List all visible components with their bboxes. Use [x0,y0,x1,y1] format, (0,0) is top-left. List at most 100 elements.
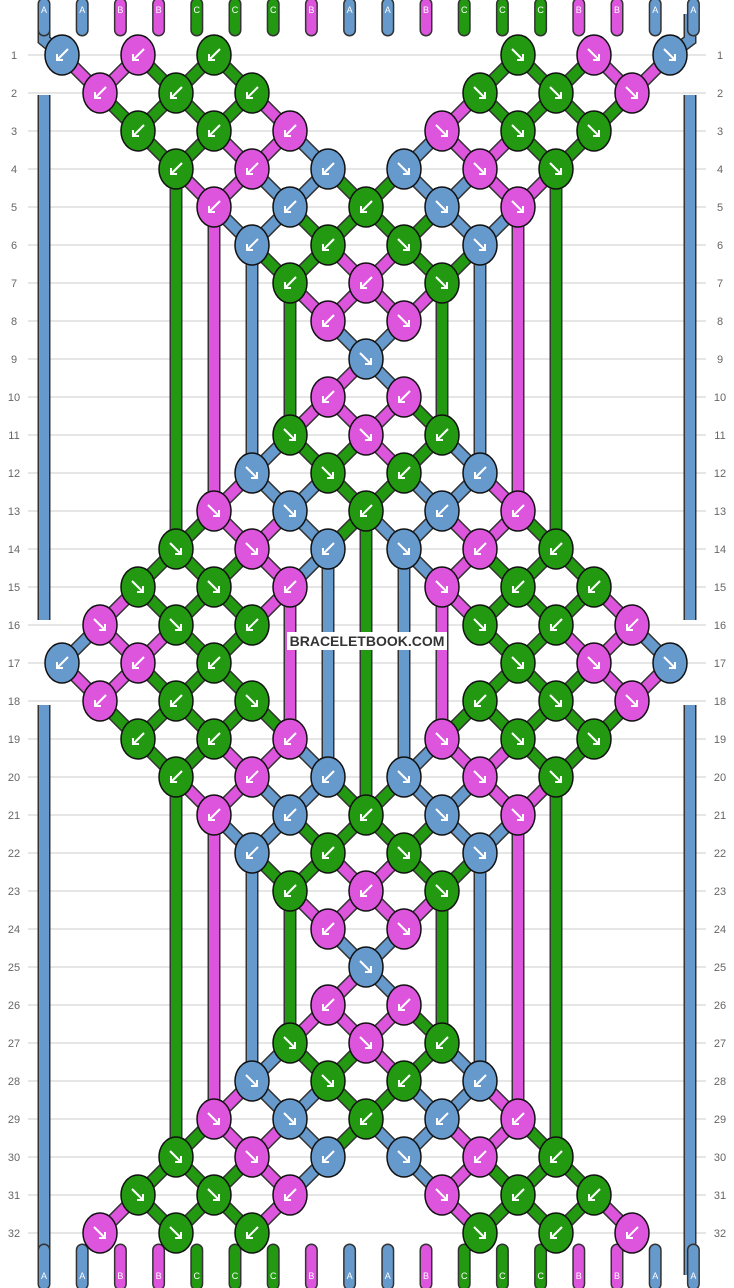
knot[interactable] [310,376,346,418]
knot[interactable] [158,528,194,570]
knot[interactable] [310,300,346,342]
knot[interactable] [424,110,460,152]
knot[interactable] [348,414,384,456]
knot[interactable] [272,110,308,152]
knot[interactable] [234,680,270,722]
knot[interactable] [82,72,118,114]
knot[interactable] [234,528,270,570]
knot[interactable] [120,566,156,608]
knot[interactable] [386,984,422,1026]
knot[interactable] [196,110,232,152]
knot[interactable] [348,794,384,836]
knot[interactable] [500,718,536,760]
knot[interactable] [424,490,460,532]
knot[interactable] [158,680,194,722]
knot[interactable] [538,1136,574,1178]
knot[interactable] [424,1174,460,1216]
knot[interactable] [348,1022,384,1064]
knot[interactable] [424,262,460,304]
knot[interactable] [576,566,612,608]
knot[interactable] [348,262,384,304]
knot[interactable] [158,148,194,190]
knot[interactable] [462,148,498,190]
knot[interactable] [196,490,232,532]
knot[interactable] [348,338,384,380]
knot[interactable] [386,224,422,266]
knot[interactable] [234,452,270,494]
knot[interactable] [386,148,422,190]
knot[interactable] [196,718,232,760]
knot[interactable] [234,832,270,874]
knot[interactable] [310,756,346,798]
knot[interactable] [272,1098,308,1140]
knot[interactable] [652,642,688,684]
knot[interactable] [120,110,156,152]
knot[interactable] [576,1174,612,1216]
knot[interactable] [386,756,422,798]
knot[interactable] [196,642,232,684]
knot[interactable] [234,1136,270,1178]
knot[interactable] [348,490,384,532]
knot[interactable] [234,148,270,190]
knot[interactable] [576,642,612,684]
knot[interactable] [348,1098,384,1140]
knot[interactable] [44,642,80,684]
knot[interactable] [120,34,156,76]
knot[interactable] [462,528,498,570]
knot[interactable] [500,490,536,532]
knot[interactable] [652,34,688,76]
knot[interactable] [272,870,308,912]
knot[interactable] [424,566,460,608]
knot[interactable] [500,186,536,228]
knot[interactable] [424,1022,460,1064]
knot[interactable] [158,756,194,798]
knot[interactable] [234,224,270,266]
knot[interactable] [386,452,422,494]
knot[interactable] [120,642,156,684]
knot[interactable] [424,870,460,912]
knot[interactable] [500,1174,536,1216]
knot[interactable] [500,34,536,76]
knot[interactable] [348,870,384,912]
knot[interactable] [82,1212,118,1254]
knot[interactable] [272,262,308,304]
knot[interactable] [538,604,574,646]
knot[interactable] [234,72,270,114]
knot[interactable] [462,72,498,114]
knot[interactable] [196,34,232,76]
knot[interactable] [500,566,536,608]
knot[interactable] [158,1212,194,1254]
knot[interactable] [310,452,346,494]
knot[interactable] [462,224,498,266]
knot[interactable] [614,72,650,114]
knot[interactable] [386,908,422,950]
knot[interactable] [538,756,574,798]
knot[interactable] [386,832,422,874]
knot[interactable] [310,1136,346,1178]
knot[interactable] [576,718,612,760]
knot[interactable] [196,1174,232,1216]
knot[interactable] [158,72,194,114]
knot[interactable] [500,1098,536,1140]
knot[interactable] [424,414,460,456]
knot[interactable] [424,794,460,836]
knot[interactable] [310,148,346,190]
knot[interactable] [310,528,346,570]
knot[interactable] [386,376,422,418]
knot[interactable] [386,1136,422,1178]
knot[interactable] [120,1174,156,1216]
knot[interactable] [538,148,574,190]
knot[interactable] [234,756,270,798]
knot[interactable] [462,832,498,874]
knot[interactable] [310,224,346,266]
knot[interactable] [462,756,498,798]
knot[interactable] [462,1060,498,1102]
knot[interactable] [538,1212,574,1254]
knot[interactable] [462,1212,498,1254]
knot[interactable] [538,72,574,114]
knot[interactable] [310,1060,346,1102]
knot[interactable] [310,984,346,1026]
knot[interactable] [272,490,308,532]
knot[interactable] [120,718,156,760]
knot[interactable] [82,680,118,722]
